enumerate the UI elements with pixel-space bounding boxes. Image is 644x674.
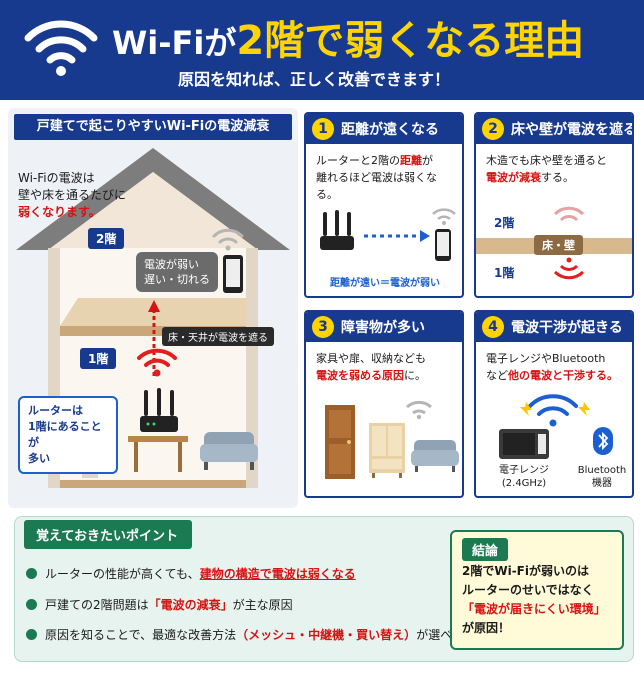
card-floor-wall-text: 木造でも床や壁を通ると 電波が減衰する。	[486, 154, 607, 184]
microwave-icon	[499, 429, 549, 459]
arrow-icon	[364, 230, 430, 242]
bullet-dot	[26, 629, 37, 640]
card-floor1-label: 1階	[494, 266, 515, 280]
card-title: 障害物が多い	[341, 320, 425, 336]
card-title: 距離が遠くなる	[341, 122, 439, 138]
card-interference-text: 電子レンジやBluetooth など他の電波と干渉する。	[486, 352, 618, 382]
wifi-weak-icon	[212, 228, 244, 251]
card-interference: 4 電波干渉が起きる 電子レンジやBluetooth など他の電波と干渉する。 …	[474, 310, 634, 498]
card-obstacles: 3 障害物が多い 家具や扉、収納なども 電波を弱める原因に。	[304, 310, 464, 498]
router-icon	[140, 388, 178, 432]
card-number: 4	[482, 316, 504, 338]
left-panel-label: 戸建てで起こりやすいWi-Fiの電波減衰	[14, 114, 292, 140]
key-points-label: 覚えておきたいポイント	[24, 520, 192, 549]
wifi-weak-icon	[432, 208, 456, 225]
spark-icon	[578, 402, 590, 416]
floor-wall-tag: 床・壁	[534, 235, 583, 255]
title-part2: 2階で弱くなる理由	[236, 18, 585, 64]
header-banner: Wi-Fiが2階で弱くなる理由 原因を知れば、正しく改善できます！	[0, 0, 644, 100]
card-floor-wall-header: 2 床や壁が電波を遮る	[476, 114, 632, 144]
card-floor2-label: 2階	[494, 216, 515, 230]
conclusion-box	[450, 530, 624, 650]
sofa-icon	[411, 440, 459, 472]
weak-signal-speech: 電波が弱い 遅い・切れる	[136, 252, 218, 292]
bluetooth-icon	[593, 427, 613, 455]
bullet-dot	[26, 568, 37, 579]
page-title: Wi-Fiが2階で弱くなる理由	[112, 8, 584, 64]
floor-tag-2f: 2階	[88, 228, 125, 249]
router-icon	[320, 210, 354, 250]
wifi-weak-icon	[406, 400, 432, 420]
cabinet-icon	[369, 423, 405, 478]
card-distance: 1 距離が遠くなる ルーターと2階の距離が 離れるほど電波は弱くなる。 距離が遠…	[304, 112, 464, 298]
point-1: ルーターの性能が高くても、建物の構造で電波は弱くなる	[26, 565, 356, 582]
card-interference-header: 4 電波干渉が起きる	[476, 312, 632, 342]
wifi-icon	[528, 394, 578, 427]
card-number: 3	[312, 316, 334, 338]
card-floor-wall: 2 床や壁が電波を遮る 木造でも床や壁を通ると 電波が減衰する。 床・壁 2階 …	[474, 112, 634, 298]
card-distance-header: 1 距離が遠くなる	[306, 114, 462, 144]
card-obstacles-text: 家具や扉、収納なども 電波を弱める原因に。	[316, 352, 426, 382]
router-callout: ルーターは 1階にあることが 多い	[18, 396, 118, 474]
conclusion-text: 2階でWi-Fiが弱いのは ルーターのせいではなく 「電波が届きにくい環境」 が…	[462, 564, 606, 635]
sofa-icon	[200, 432, 258, 470]
wifi-strong-icon	[137, 348, 177, 377]
card-title: 床や壁が電波を遮る	[511, 122, 634, 138]
card-distance-caption: 距離が遠い＝電波が弱い	[330, 278, 440, 289]
title-part1: Wi-Fiが	[112, 24, 237, 62]
card-number: 1	[312, 118, 334, 140]
card-number: 2	[482, 118, 504, 140]
ceiling-note: 床・天井が電波を遮る	[162, 327, 274, 346]
left-description: Wi-Fiの電波は 壁や床を通るたびに 弱くなります。	[18, 171, 127, 219]
page-subtitle: 原因を知れば、正しく改善できます！	[178, 70, 451, 89]
bullet-dot	[26, 599, 37, 610]
floor-tag-1f: 1階	[80, 348, 117, 369]
bluetooth-label: Bluetooth 機器	[577, 465, 627, 489]
smartphone-icon	[435, 229, 451, 261]
wifi-icon	[24, 20, 98, 76]
card-distance-text: ルーターと2階の距離が 離れるほど電波は弱くなる。	[316, 154, 437, 201]
point-3: 原因を知ることで、最適な改善方法（メッシュ・中継機・買い替え）が選べる	[26, 626, 464, 643]
conclusion-tag: 結論	[462, 538, 509, 561]
microwave-label: 電子レンジ (2.4GHz)	[499, 465, 549, 489]
card-title: 電波干渉が起きる	[511, 320, 623, 336]
card-obstacles-header: 3 障害物が多い	[306, 312, 462, 342]
wifi-strong-icon	[553, 257, 585, 280]
point-2: 戸建ての2階問題は「電波の減衰」が主な原因	[26, 596, 293, 613]
door-icon	[325, 405, 355, 479]
wifi-weak-icon	[553, 206, 585, 222]
smartphone-icon	[223, 255, 243, 293]
spark-icon	[520, 402, 532, 416]
